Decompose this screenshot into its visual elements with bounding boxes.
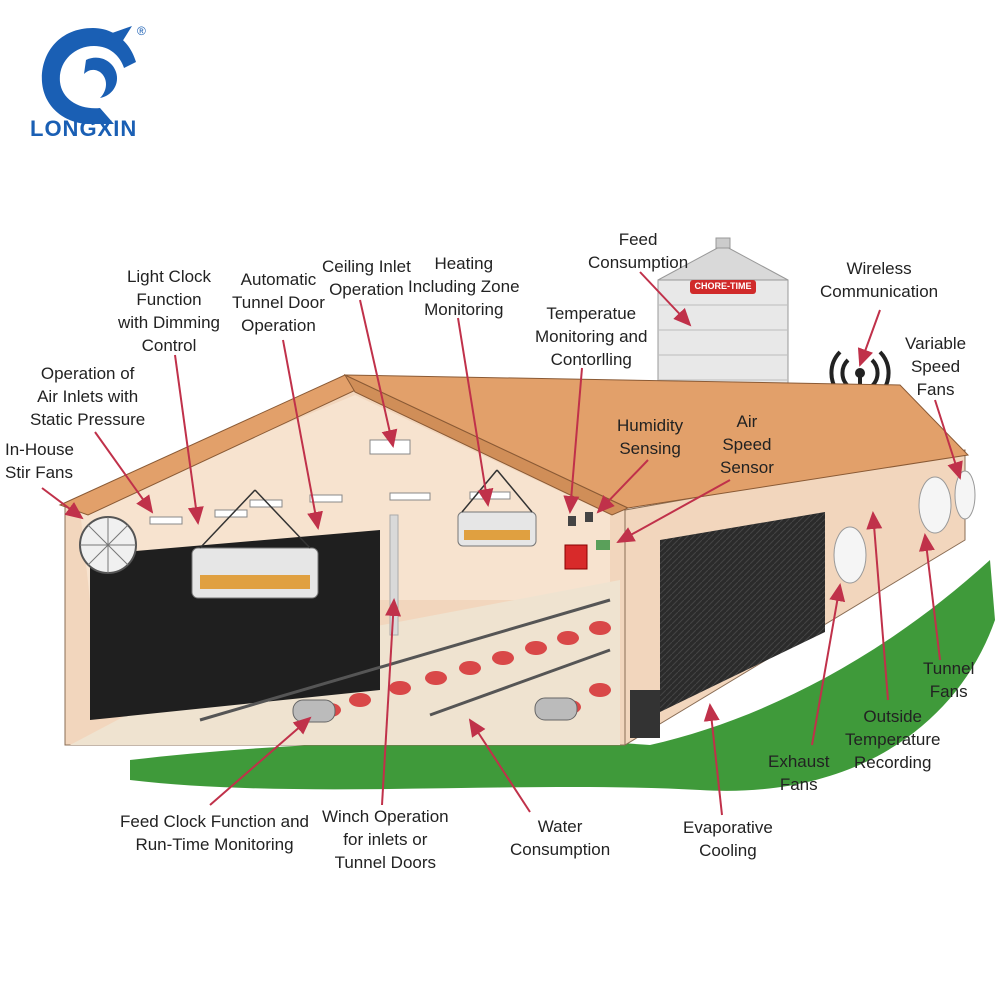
arrow-water [468,718,531,813]
arrow-wireless [857,309,881,367]
heater-right [457,511,537,547]
arrow-tunnel-door [282,339,323,530]
arrow-heating [457,317,494,507]
tunnel-fan-1 [918,476,952,534]
arrow-evaporative [703,703,723,816]
heater-left [191,547,319,599]
arrow-air-inlets [94,431,154,514]
arrow-variable-fans [934,399,963,480]
arrow-outside-temp [866,511,889,701]
registered-mark: ® [137,24,146,38]
longxin-logo [41,26,136,124]
arrow-ceiling-inlet [359,299,398,448]
arrow-light-clock [174,354,204,525]
arrow-air-speed [616,479,731,543]
brand-name: LONGXIN [30,116,138,141]
arrow-feed-clock [209,716,312,806]
roof-main [344,374,970,509]
arrow-feed-consumption [639,271,692,327]
control-panel [564,544,588,570]
arrow-humidity [596,459,649,514]
arrow-temperature [563,367,583,514]
feed-silo [657,237,789,401]
silo-brand-label: CHORE-TIME [694,281,752,291]
arrow-stir-fans [41,487,84,520]
arrow-winch [381,598,402,806]
arrow-tunnel-fans [918,533,941,661]
grass-ground [130,560,995,791]
feed-motor-right [534,697,578,721]
exhaust-fan [833,526,867,584]
cooling-pad [660,512,825,712]
tunnel-fan-2 [954,470,976,520]
feed-motor-left [292,699,336,723]
arrow-exhaust-fans [811,583,846,746]
